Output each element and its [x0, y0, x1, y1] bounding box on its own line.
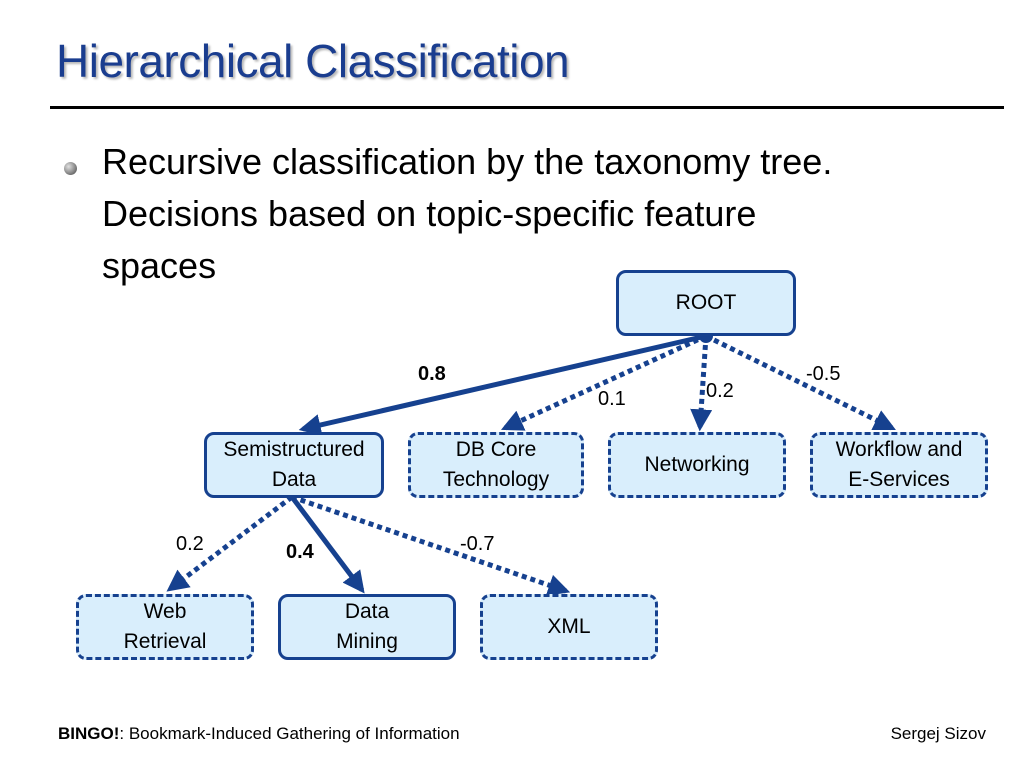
edge-semistructured-xml: [291, 494, 571, 596]
node-label: Web: [143, 600, 187, 623]
node-networking: Networking: [608, 432, 786, 498]
node-label: ROOT: [675, 291, 737, 314]
bullet-icon: [64, 162, 77, 175]
edge-weight: -0.5: [806, 363, 841, 385]
node-root: ROOT: [616, 270, 796, 336]
slide-title: Hierarchical Classification: [56, 35, 570, 87]
edge-weight: 0.2: [176, 533, 204, 555]
node-label: Networking: [644, 453, 750, 476]
node-label: XML: [547, 615, 591, 638]
node-web-retrieval: Web Retrieval: [76, 594, 254, 660]
edge-root-dbcore: [500, 333, 708, 431]
node-label: Workflow and: [835, 438, 963, 461]
title-divider: [50, 106, 1004, 109]
edge-weight: 0.4: [286, 541, 314, 563]
edge-weight: 0.8: [418, 363, 446, 385]
footer-brand: BINGO!: [58, 724, 120, 743]
footer-author: Sergej Sizov: [890, 724, 986, 743]
footer-subtitle: : Bookmark-Induced Gathering of Informat…: [119, 724, 460, 743]
edge-root-workflow: [704, 333, 896, 431]
node-label: Semistructured: [223, 438, 365, 461]
node-semistructured-data: Semistructured Data: [204, 432, 384, 498]
node-data-mining: Data Mining: [278, 594, 456, 660]
edge-root-semistructured: [298, 333, 707, 436]
bullet-line: spaces: [102, 245, 217, 286]
edge-weight: 0.2: [706, 380, 734, 402]
edge-weight: 0.1: [598, 388, 626, 410]
node-xml: XML: [480, 594, 658, 660]
edge-root-networking: [690, 335, 713, 432]
node-db-core-technology: DB Core Technology: [408, 432, 584, 498]
edge-semistructured-datamining: [290, 495, 365, 594]
node-workflow-eservices: Workflow and E-Services: [810, 432, 988, 498]
edge-semistructured-webretrieval: [166, 495, 294, 592]
footer-title: BINGO!: Bookmark-Induced Gathering of In…: [58, 724, 460, 744]
node-label: Retrieval: [123, 630, 207, 653]
node-label: E-Services: [848, 468, 950, 491]
node-label: Data: [271, 468, 317, 491]
node-label: Mining: [336, 630, 398, 653]
node-label: Data: [344, 600, 390, 623]
bullet-text: Recursive classification by the taxonomy…: [102, 136, 982, 292]
node-label: DB Core: [455, 438, 537, 461]
node-label: Technology: [442, 468, 550, 491]
edge-weight: -0.7: [460, 533, 495, 555]
bullet-line: Recursive classification by the taxonomy…: [102, 141, 833, 182]
bullet-line: Decisions based on topic-specific featur…: [102, 193, 757, 234]
